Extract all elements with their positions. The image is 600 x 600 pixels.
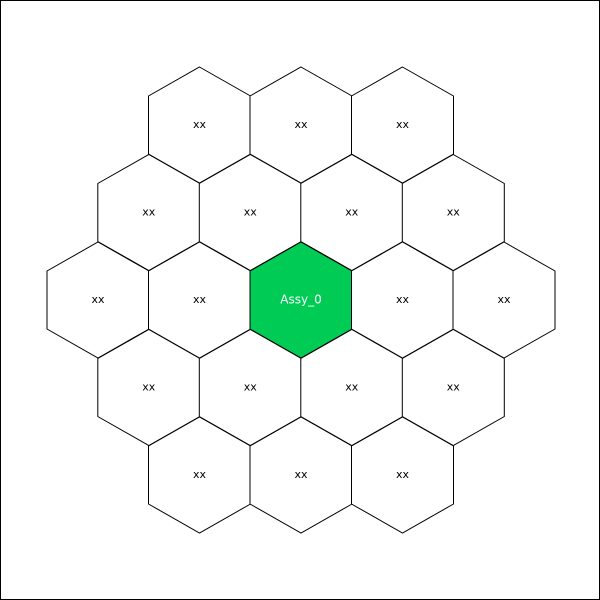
assembly-hexagon[interactable] bbox=[351, 416, 454, 534]
